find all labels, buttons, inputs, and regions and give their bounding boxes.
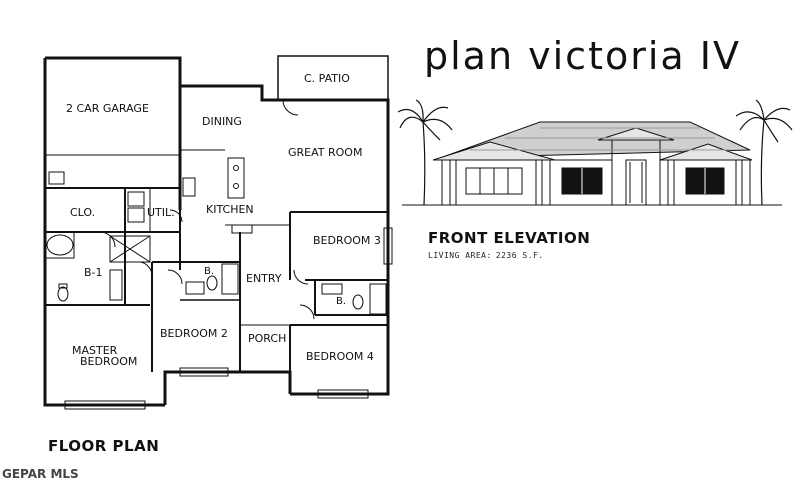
- room-label-bedroom-2: BEDROOM 2: [160, 327, 228, 340]
- room-label-utility: UTIL.: [147, 206, 175, 219]
- room-label-porch: PORCH: [248, 332, 286, 345]
- room-label-master-line2: BEDROOM: [80, 355, 137, 368]
- windows: [64, 227, 393, 410]
- mls-watermark: GEPAR MLS: [2, 467, 79, 481]
- toilet-icon: [57, 286, 69, 302]
- room-label-dining: DINING: [202, 115, 242, 128]
- living-area: LIVING AREA:2236 S.F.: [428, 251, 544, 260]
- living-area-label: LIVING AREA:: [428, 251, 492, 260]
- palm-tree-left-icon: [397, 99, 453, 206]
- room-label-entry: ENTRY: [246, 272, 282, 285]
- kitchen-island: [227, 157, 245, 199]
- room-label-bath-2: B.: [204, 266, 214, 277]
- living-area-value: 2236 S.F.: [495, 251, 544, 260]
- floor-plan-label: FLOOR PLAN: [48, 437, 160, 455]
- bathtub-icon: [46, 234, 74, 256]
- room-label-kitchen: KITCHEN: [206, 203, 254, 216]
- room-label-bath-3: B.: [336, 296, 346, 307]
- palm-tree-right-icon: [735, 99, 793, 206]
- room-label-c-patio: C. PATIO: [304, 72, 350, 85]
- front-elevation-drawing: [402, 121, 782, 206]
- room-label-b1: B-1: [84, 266, 103, 279]
- room-label-bedroom-3: BEDROOM 3: [313, 234, 381, 247]
- plan-title: plan victoria IV: [424, 34, 741, 78]
- room-label-bedroom-4: BEDROOM 4: [306, 350, 374, 363]
- fixtures: [45, 157, 387, 315]
- room-label-great-room: GREAT ROOM: [288, 146, 362, 159]
- room-label-master-line1: MASTER: [72, 344, 118, 357]
- room-label-closet: CLO.: [70, 206, 95, 219]
- front-elevation-label: FRONT ELEVATION: [428, 229, 591, 247]
- room-label-garage: 2 CAR GARAGE: [66, 102, 149, 115]
